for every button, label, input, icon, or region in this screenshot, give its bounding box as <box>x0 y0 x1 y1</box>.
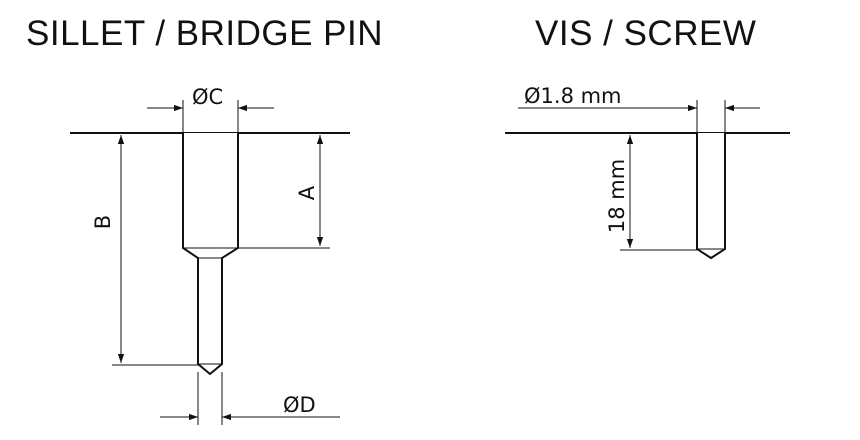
bridge-pin-title: SILLET / BRIDGE PIN <box>26 14 384 53</box>
dim-d-label: ØD <box>283 393 316 417</box>
dim-c-label: ØC <box>192 85 223 109</box>
screw-title: VIS / SCREW <box>535 14 757 53</box>
dim-b-label: B <box>91 215 115 229</box>
screw-drawing: Ø1.8 mm 18 mm <box>505 84 790 260</box>
screw-shape <box>696 133 726 260</box>
dim-a-label: A <box>295 185 319 200</box>
screw-length-label: 18 mm <box>605 159 629 233</box>
bridge-pin-drawing: ØC A B ØD <box>70 85 350 425</box>
screw-diameter-label: Ø1.8 mm <box>524 84 622 108</box>
bridge-pin-shape <box>182 133 239 376</box>
